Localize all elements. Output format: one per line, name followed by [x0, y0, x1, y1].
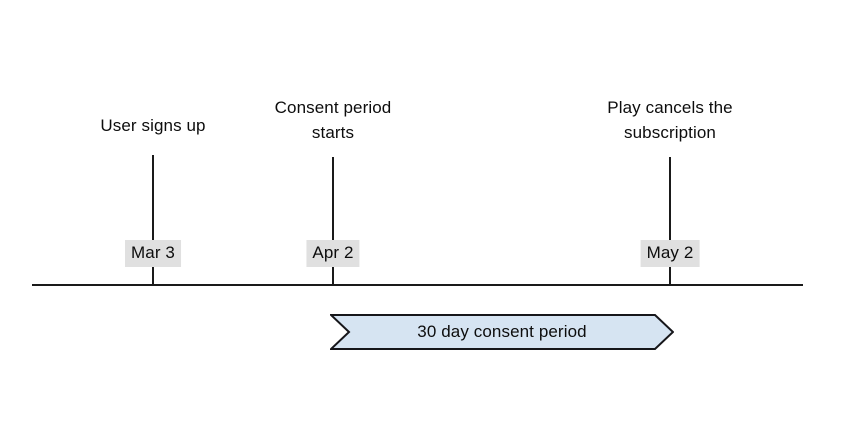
event-stem-1 — [152, 155, 154, 284]
event-caption-1: User signs up — [100, 116, 206, 135]
event-stem-2 — [332, 157, 334, 284]
event-caption-2: Consent period starts — [274, 98, 392, 142]
date-chip-1: Mar 3 — [125, 240, 181, 267]
consent-period-ribbon: 30 day consent period — [330, 314, 674, 350]
event-caption-3: Play cancels the subscription — [607, 98, 733, 142]
date-chip-3: May 2 — [640, 240, 700, 267]
ribbon-shape — [330, 314, 674, 350]
date-chip-2: Apr 2 — [306, 240, 360, 267]
event-stem-3 — [669, 157, 671, 284]
timeline-axis — [32, 284, 803, 286]
